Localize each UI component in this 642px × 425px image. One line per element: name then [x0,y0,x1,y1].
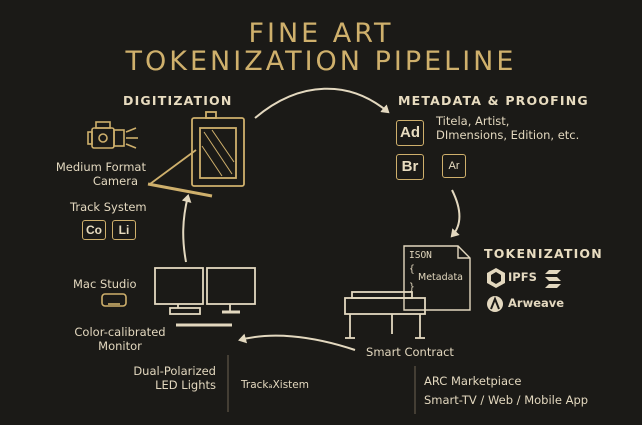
lights-label-line1: Dual-Polarized [133,364,216,378]
monitor-label-line2: Monitor [98,339,142,353]
adobe-ar-badge: Ar [442,154,466,178]
metadata-fields-line1: Titela, Artist, [436,114,510,128]
mac-studio-label: Mac Studio [73,277,137,291]
arweave-label: Arweave [508,296,565,310]
track-system-label: Track System [70,200,147,214]
output-marketplace: ARC Marketpiace [424,374,522,388]
ipfs-logo-icon [487,268,505,288]
mac-studio-icon [101,293,127,307]
arrow-contract-to-monitor [238,333,356,351]
diagram-title-line2: TOKENIZATION PIPELINE [125,46,517,77]
tokenization-heading: TOKENIZATION [484,246,603,261]
li-badge: Li [112,220,136,240]
co-badge: Co [82,220,106,240]
adobe-ad-badge: Ad [396,120,424,146]
json-doc-metadata: Metadata [418,272,463,283]
diagram-title-line1: FINE ART [248,18,394,49]
arrow-monitor-to-scanner [181,194,192,263]
digitization-heading: DIGITIZATION [123,93,233,108]
camera-label-line2: Camera [92,174,138,188]
smart-contract-label: Smart Contract [366,345,454,359]
copy-stand-icon [147,111,245,198]
monitor-icon [154,267,256,327]
lights-label-line2: LED Lights [155,378,216,392]
metadata-fields-line2: DImensions, Edition, etc. [436,128,580,142]
arrow-digitization-to-metadata [254,87,390,119]
monitor-label-line1: Color-calibrated [74,325,166,339]
camera-label-line1: Medium Format [55,160,146,174]
json-doc-title: ISON [409,250,432,261]
smart-contract-printer-icon [344,291,426,339]
arweave-logo-icon [487,296,503,312]
output-apps: Smart-TV / Web / Mobile App [424,393,589,407]
camera-icon [87,121,138,149]
metadata-heading: METADATA & PROOFING [398,93,589,108]
json-document-icon [403,245,471,311]
adobe-br-badge: Br [396,154,424,180]
track-xistem-label: TrackₐXistem [241,379,309,391]
arrow-metadata-to-tokenization [450,189,461,238]
json-doc-open-brace: { [409,264,415,275]
ipfs-label: IPFS [508,270,537,284]
solana-logo-icon [545,270,561,288]
json-doc-close-brace: } [409,282,415,293]
